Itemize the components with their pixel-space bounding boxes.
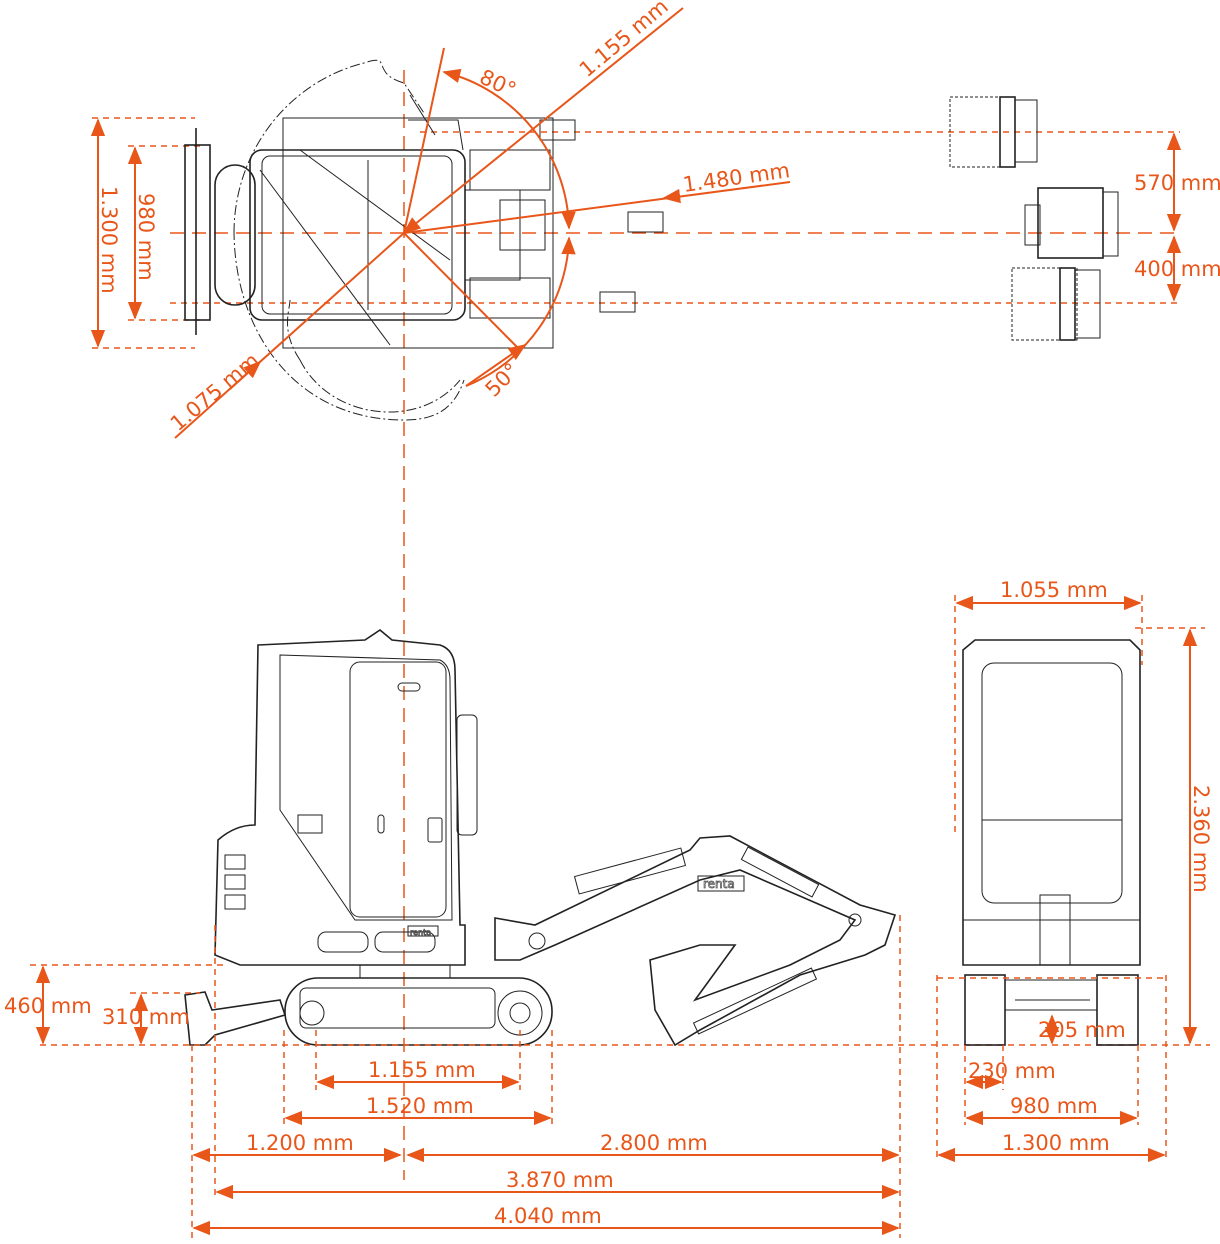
front-view: 1.055 mm 2.360 mm 205 mm 230 mm 980 mm 1…: [936, 578, 1213, 1163]
transport-length-label: 3.870 mm: [506, 1168, 614, 1192]
excavator-front-outline: [962, 639, 1141, 1046]
blade-width-label: 1.300 mm: [97, 186, 121, 294]
swing-left-arrow: [465, 343, 527, 387]
center-to-front-label: 2.800 mm: [600, 1131, 708, 1155]
reach-rear-line: [174, 232, 405, 439]
side-view: renta renta 460 mm 310 mm 1.155 mm 1.520…: [4, 629, 1210, 1238]
swing-left-ray: [403, 232, 521, 351]
track-length-label: 1.520 mm: [366, 1094, 474, 1118]
height-label: 2.360 mm: [1189, 785, 1213, 893]
excavator-side-outline: renta renta: [184, 629, 897, 1047]
boom-offset-label: 1.480 mm: [681, 158, 791, 197]
bucket-top-outlines: [949, 96, 1119, 341]
track-width-label: 230 mm: [968, 1059, 1056, 1083]
boom-offset-arrow: [662, 188, 681, 204]
reach-rear-label: 1.075 mm: [166, 348, 264, 436]
total-width-label: 1.300 mm: [1002, 1131, 1110, 1155]
brand-logo-cab: renta: [410, 928, 431, 937]
offset-left-label: 400 mm: [1134, 257, 1220, 281]
total-length-label: 4.040 mm: [494, 1204, 602, 1228]
track-gauge-top-label: 980 mm: [134, 193, 158, 281]
blade-height-label: 460 mm: [4, 994, 92, 1018]
reach-rear-arrow: [229, 360, 262, 390]
swing-left-label: 50°: [481, 358, 524, 401]
reach-front-label: 1.155 mm: [575, 0, 673, 82]
swing-right-arc: [442, 68, 576, 230]
cab-width-label: 1.055 mm: [1000, 578, 1108, 602]
offset-right-label: 570 mm: [1134, 171, 1220, 195]
track-gauge-label: 980 mm: [1010, 1094, 1098, 1118]
rear-to-center-label: 1.200 mm: [246, 1131, 354, 1155]
swing-left-arc: [465, 236, 576, 387]
blade-depth-label: 310 mm: [102, 1005, 190, 1029]
brand-logo: renta: [703, 877, 735, 891]
swing-right-ray: [403, 47, 445, 234]
swing-right-label: 80°: [476, 65, 520, 102]
tumbler-distance-label: 1.155 mm: [368, 1058, 476, 1082]
ground-clearance-label: 205 mm: [1038, 1018, 1126, 1042]
